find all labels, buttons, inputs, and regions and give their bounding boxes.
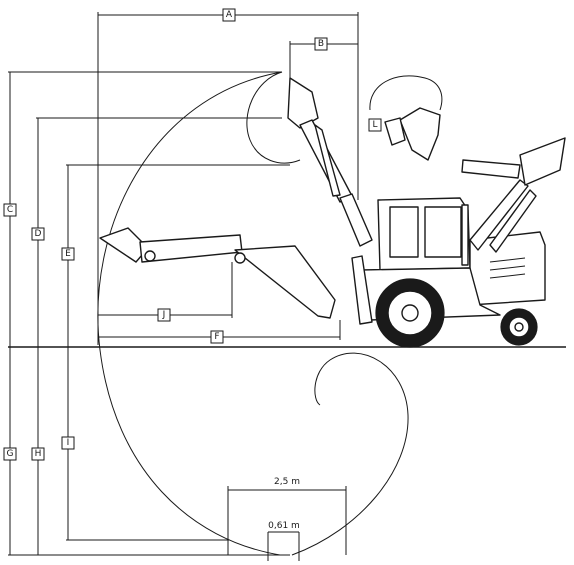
svg-text:E: E	[65, 249, 71, 259]
label-A: A	[222, 8, 236, 22]
label-G: G	[3, 447, 17, 461]
label-B: B	[314, 37, 328, 51]
svg-text:G: G	[7, 449, 14, 459]
backhoe-arm-extended	[99, 227, 336, 319]
svg-text:H: H	[35, 449, 42, 459]
svg-text:C: C	[7, 205, 13, 215]
stabilizer-leg	[351, 255, 373, 325]
svg-text:I: I	[67, 438, 70, 448]
label-F: F	[210, 330, 224, 344]
label-C: C	[3, 203, 17, 217]
bucket-width-text: 0,61 m	[268, 521, 300, 531]
rear-wheel	[375, 278, 445, 348]
vertical-dimensions	[8, 71, 290, 556]
label-I: I	[61, 436, 75, 450]
label-H: H	[31, 447, 45, 461]
trench-width-text: 2,5 m	[274, 477, 300, 487]
svg-text:F: F	[214, 332, 219, 342]
label-E: E	[61, 247, 75, 261]
label-J: J	[157, 308, 171, 322]
svg-text:B: B	[318, 39, 324, 49]
svg-text:A: A	[226, 10, 233, 20]
backhoe-arm-raised	[287, 77, 373, 247]
front-wheel	[500, 308, 538, 346]
trench-dimensions: 2,5 m 0,61 m	[227, 477, 347, 561]
bucket-detail	[384, 107, 441, 161]
label-L: L	[368, 118, 382, 132]
svg-text:D: D	[35, 229, 42, 239]
svg-text:L: L	[372, 120, 377, 130]
label-D: D	[31, 227, 45, 241]
svg-text:J: J	[162, 310, 166, 320]
